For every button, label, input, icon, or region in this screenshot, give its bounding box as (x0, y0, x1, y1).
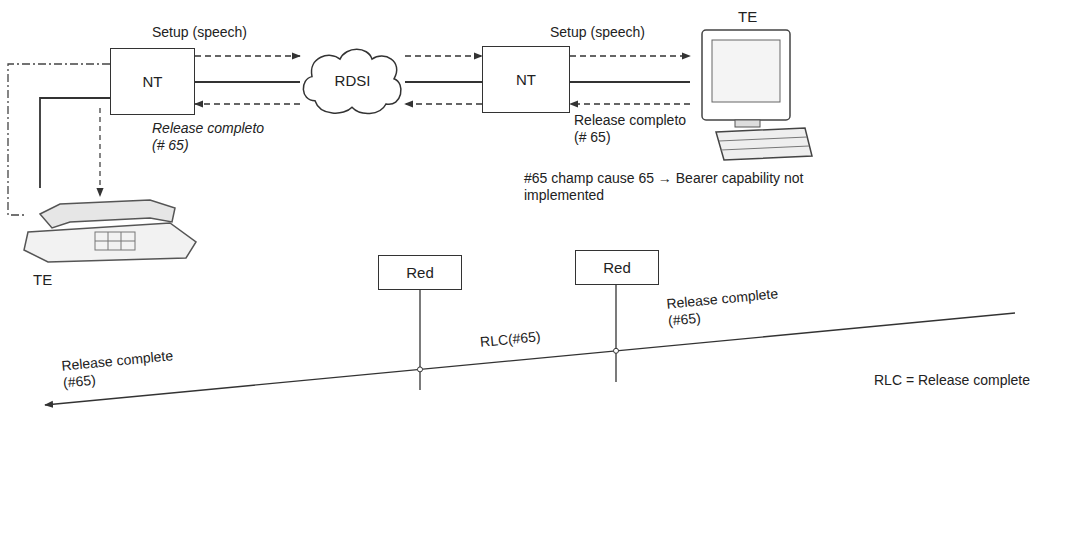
network-termination-box: NT (110, 48, 195, 115)
telephone-handset (40, 200, 175, 228)
monitor-stand (735, 120, 760, 127)
message-arrow (570, 55, 690, 56)
message-label: Release completo (# 65) (150, 120, 276, 154)
line-connector (195, 81, 300, 83)
telephone-body (24, 223, 196, 262)
node-label: TE (33, 271, 52, 288)
node-label: NT (143, 73, 163, 90)
keypad-line (95, 241, 135, 242)
signalling-path (8, 64, 110, 215)
message-label: Release complete (#65) (59, 346, 188, 391)
message-arrow (570, 103, 690, 104)
message-arrow (405, 103, 482, 104)
message-label: Setup (speech) (548, 24, 687, 41)
message-label: Release completo (# 65) (572, 112, 696, 146)
lifeline (615, 285, 616, 382)
network-box: Red (378, 255, 462, 290)
keyboard-keys (721, 146, 809, 150)
signalling-arrow (99, 108, 100, 196)
cloud-shape (303, 49, 401, 113)
node-label: NT (516, 71, 536, 88)
message-label: RLC(#65) (477, 328, 543, 351)
line-connector (570, 81, 690, 83)
message-label: Setup (speech) (150, 24, 294, 41)
junction-dot (418, 367, 423, 372)
line-connector (40, 98, 110, 188)
message-line (45, 313, 1015, 405)
message-label: Release complete (#65) (664, 284, 793, 329)
node-label: Red (406, 264, 434, 281)
line-connector (405, 81, 482, 83)
node-label: RDSI (335, 72, 371, 89)
keyboard (716, 128, 812, 160)
cause-note: #65 champ cause 65 → Bearer capability n… (522, 170, 831, 204)
keyboard-keys (719, 137, 807, 141)
lifeline (419, 290, 420, 390)
terminal-telephone: TE (15, 188, 205, 288)
monitor-screen (712, 40, 780, 102)
network-box: Red (575, 250, 659, 285)
message-arrow (195, 55, 300, 56)
telephone-keypad (95, 232, 135, 250)
node-label: TE (738, 8, 757, 25)
node-label: Red (603, 259, 631, 276)
abbreviation-note: RLC = Release complete (872, 372, 1032, 389)
monitor (702, 30, 790, 120)
network-cloud: RDSI (300, 46, 405, 116)
junction-dot (614, 348, 619, 353)
network-termination-box: NT (482, 46, 570, 113)
message-arrow (195, 103, 300, 104)
message-arrow (405, 55, 482, 56)
terminal-computer: TE (690, 8, 815, 165)
